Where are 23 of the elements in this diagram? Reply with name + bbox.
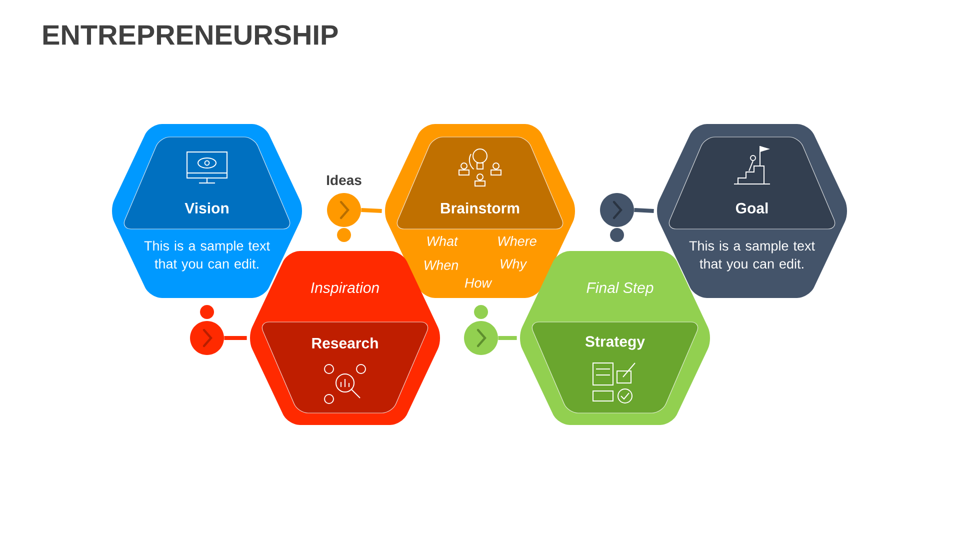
connector [498,336,517,340]
connector [224,336,247,340]
body-text: This is a sample text that you can edit. [144,240,270,272]
question-word: When [424,260,458,270]
question-word: Why [500,258,528,272]
heading: Research [312,337,378,348]
question-word: Where [498,236,536,246]
heading: Strategy [585,336,645,350]
heading: Goal [736,202,768,214]
chevron-circle [600,193,634,227]
heading: Brainstorm [441,202,520,214]
question-word: What [427,236,458,246]
connector [361,208,382,213]
subheading: Inspiration [311,282,379,296]
connector [634,208,654,213]
chevron-circle [190,321,224,355]
heading: Vision [184,202,228,214]
side-label: Ideas [327,174,362,186]
chevron-circle [464,321,498,355]
title: ENTREPRENEURSHIP [43,25,338,45]
subheading: Final Step [586,282,654,296]
question-word: How [464,278,492,288]
body-text: This is a sample text that you can edit. [689,240,815,272]
